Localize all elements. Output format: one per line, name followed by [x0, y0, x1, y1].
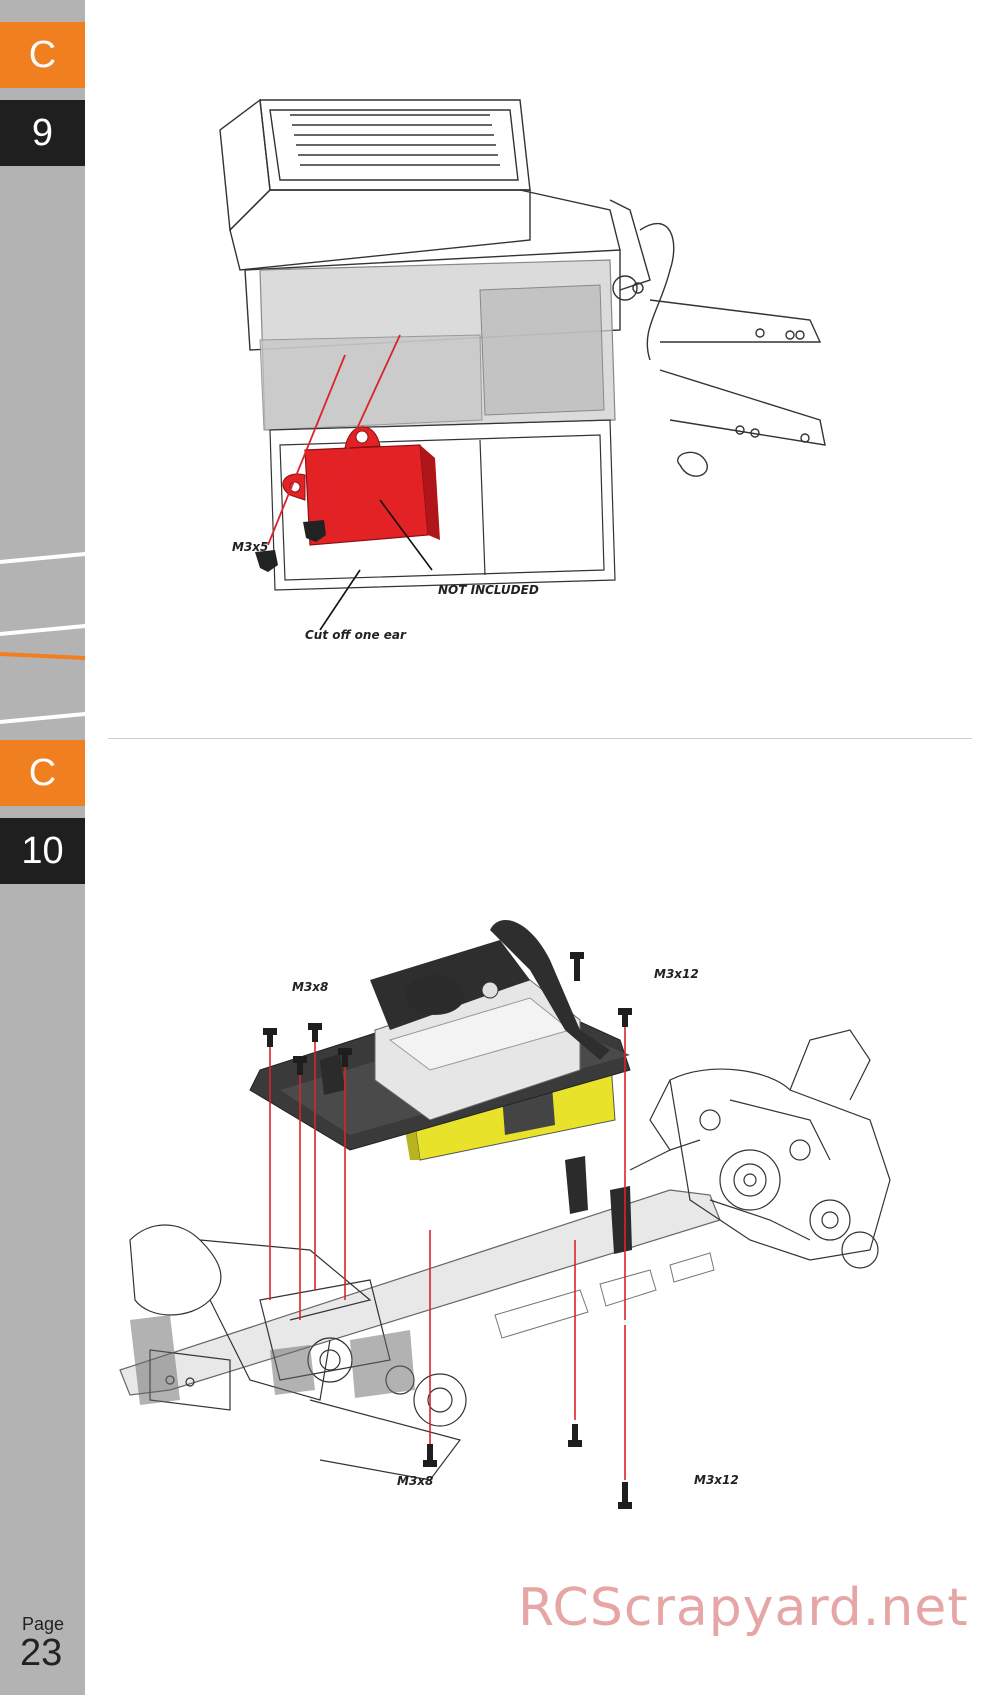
- callout-m3x8-top: M3x8: [292, 980, 329, 994]
- step9-receiver-diagram: [219, 98, 826, 631]
- callout-m3x5: M3x5: [232, 540, 269, 554]
- battery-box-gray: [259, 259, 616, 431]
- section-letter-top: C: [0, 22, 85, 88]
- lower-case-outline: [269, 419, 616, 591]
- callout-m3x12-bottom: M3x12: [694, 1473, 739, 1487]
- front-bulkheads: [130, 1315, 415, 1405]
- mounting-screws: [255, 334, 401, 572]
- page-label: Page: [22, 1614, 65, 1634]
- callout-leader-lines: [319, 499, 433, 631]
- watermark-text: RCScrapyard.net: [518, 1578, 969, 1638]
- servo-assembly-outline: [219, 98, 826, 477]
- step-number-bottom: 10: [0, 818, 85, 884]
- callout-cut-off-one-ear: Cut off one ear: [305, 628, 406, 642]
- callout-not-included: NOT INCLUDED: [438, 583, 539, 597]
- page-number: 23: [20, 1632, 63, 1674]
- step-number-top: 9: [0, 100, 85, 166]
- sidebar-swoosh-decoration: [0, 552, 85, 660]
- rear-suspension-right: [629, 1029, 891, 1269]
- sidebar-swoosh-decoration-2: [0, 712, 85, 724]
- receiver-red: [282, 426, 440, 546]
- screw-lines: [263, 952, 632, 1509]
- callout-m3x12-top: M3x12: [654, 967, 699, 981]
- front-suspension-left: [129, 1224, 467, 1481]
- step10-chassis-diagram: [119, 920, 891, 1509]
- section-divider: [108, 738, 972, 739]
- callout-m3x8-bottom: M3x8: [397, 1474, 434, 1488]
- section-letter-bottom: C: [0, 740, 85, 806]
